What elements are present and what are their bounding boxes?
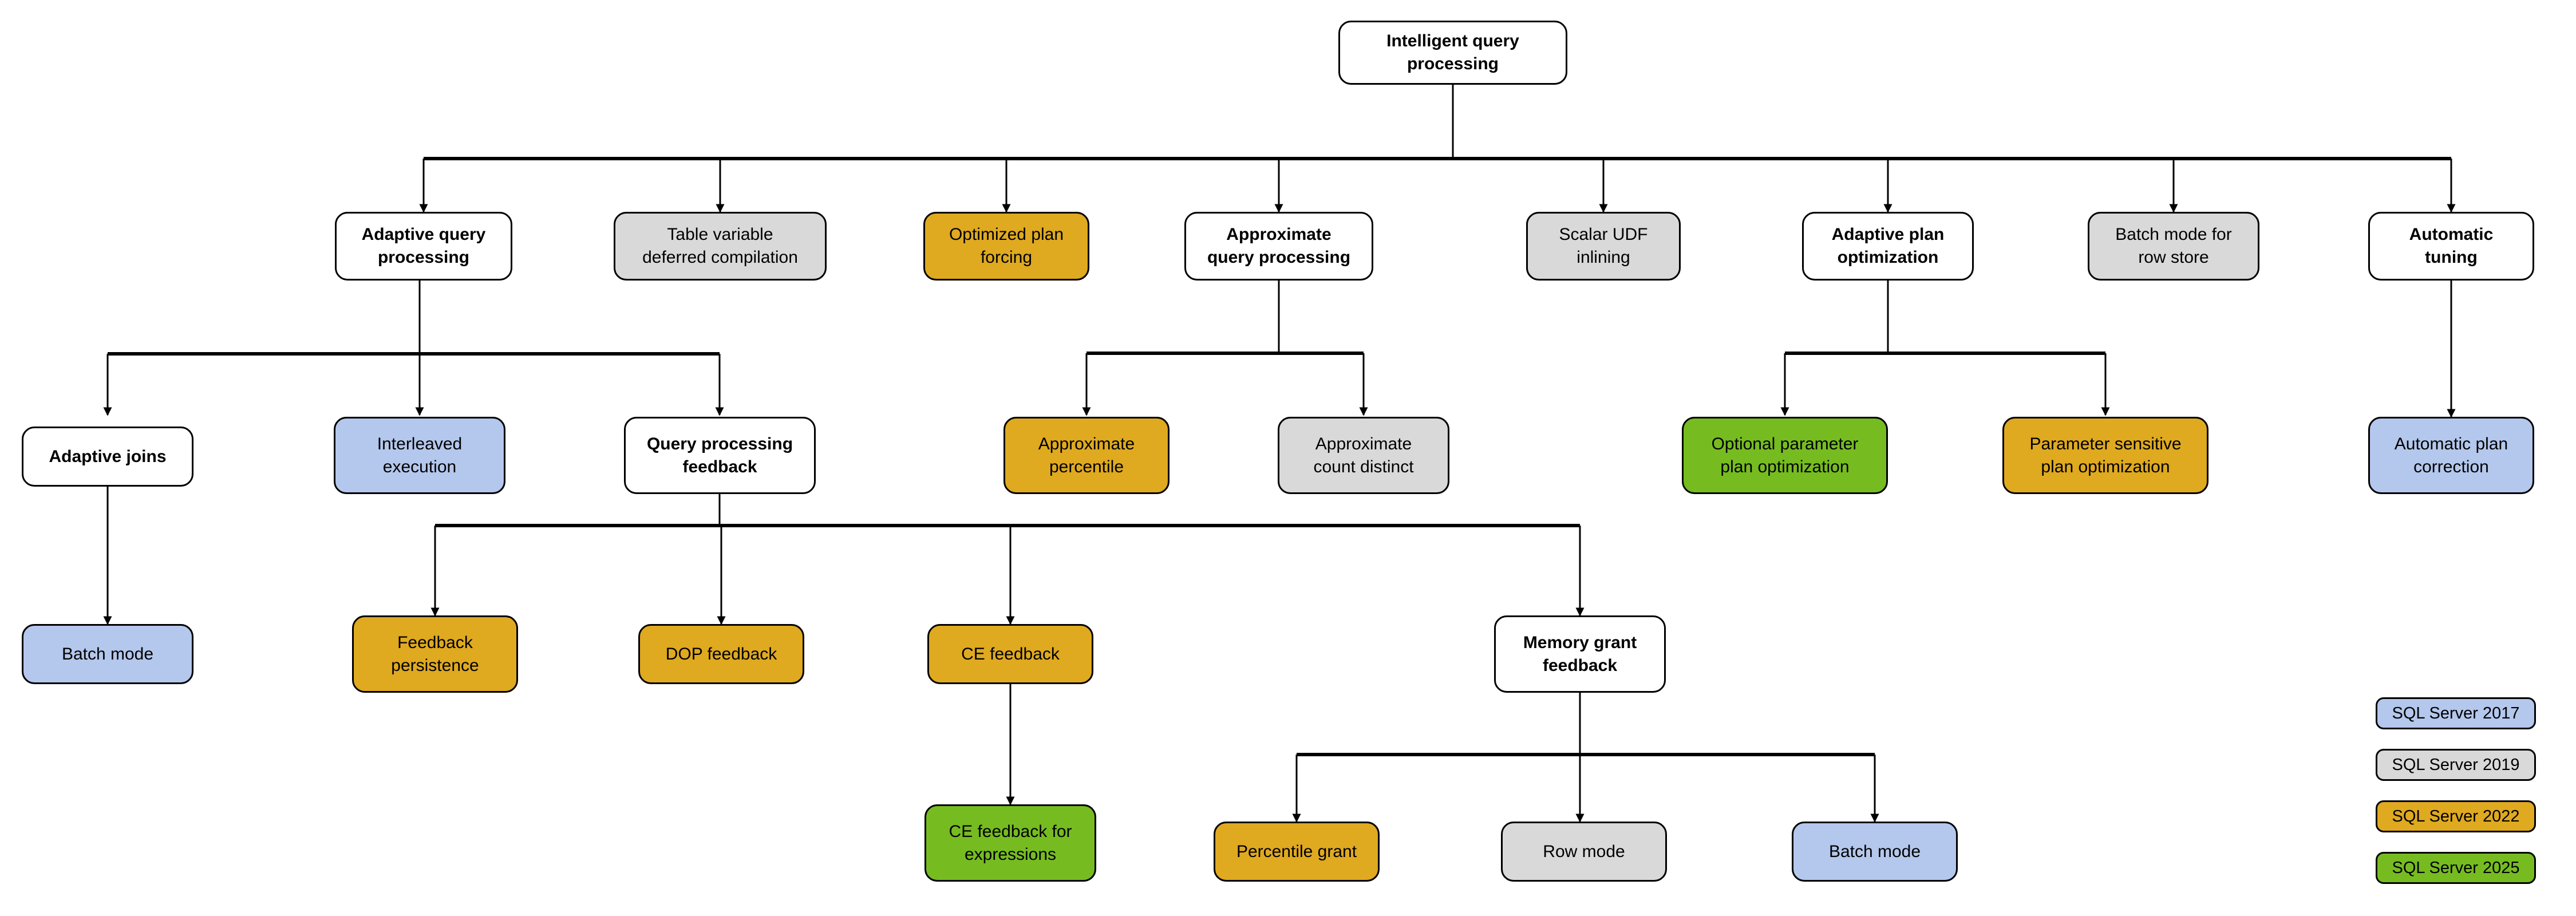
node-autotune[interactable]: Automatic tuning [2368,212,2534,281]
node-label-tvdc: Table variable deferred compilation [642,225,798,267]
node-label-autotune: Automatic tuning [2409,225,2494,267]
node-label-pctgrant: Percentile grant [1236,842,1357,861]
legend-item-0: SQL Server 2017 [2376,697,2536,729]
node-label-acd: Approximate count distinct [1313,434,1414,476]
node-apq[interactable]: Approximate query processing [1184,212,1373,281]
node-pctgrant[interactable]: Percentile grant [1214,822,1380,882]
node-label-rowmode: Row mode [1543,842,1625,861]
node-qpf[interactable]: Query processing feedback [624,417,816,494]
node-label-opf: Optimized plan forcing [949,225,1064,267]
node-label-ajoins: Adaptive joins [49,447,167,466]
node-label-sudf: Scalar UDF inlining [1559,225,1648,267]
node-cefbexpr[interactable]: CE feedback for expressions [924,804,1096,882]
node-label-appct: Approximate percentile [1038,434,1135,476]
legend-item-3: SQL Server 2025 [2376,852,2536,884]
legend-label-3: SQL Server 2025 [2392,858,2520,877]
node-opf[interactable]: Optimized plan forcing [923,212,1089,281]
node-apo[interactable]: Adaptive plan optimization [1802,212,1974,281]
node-fbpers[interactable]: Feedback persistence [352,615,518,693]
legend-item-2: SQL Server 2022 [2376,800,2536,832]
node-label-mgfb: Memory grant feedback [1523,633,1637,675]
node-label-apc: Automatic plan correction [2394,434,2508,476]
node-bmode1[interactable]: Batch mode [22,624,193,684]
node-label-cefbexpr: CE feedback for expressions [949,822,1072,864]
node-ilexec[interactable]: Interleaved execution [334,417,505,494]
node-label-pspo: Parameter sensitive plan optimization [2029,434,2182,476]
node-pspo[interactable]: Parameter sensitive plan optimization [2002,417,2208,494]
node-oppo[interactable]: Optional parameter plan optimization [1682,417,1888,494]
node-dopfb[interactable]: DOP feedback [638,624,804,684]
node-aqp[interactable]: Adaptive query processing [335,212,512,281]
node-label-dopfb: DOP feedback [665,644,777,664]
node-rowmode[interactable]: Row mode [1501,822,1667,882]
node-appct[interactable]: Approximate percentile [1003,417,1170,494]
node-ajoins[interactable]: Adaptive joins [22,427,193,487]
node-label-bmode1: Batch mode [61,644,154,664]
node-bmrs[interactable]: Batch mode for row store [2088,212,2259,281]
node-root[interactable]: Intelligent query processing [1338,21,1567,85]
node-label-apo: Adaptive plan optimization [1831,225,1945,267]
node-label-cefb: CE feedback [961,644,1060,664]
node-mgfb[interactable]: Memory grant feedback [1494,615,1666,693]
node-label-root: Intelligent query processing [1386,31,1519,73]
node-label-aqp: Adaptive query processing [361,225,486,267]
legend-item-1: SQL Server 2019 [2376,749,2536,781]
node-label-fbpers: Feedback persistence [391,633,479,675]
node-label-apq: Approximate query processing [1207,225,1351,267]
node-tvdc[interactable]: Table variable deferred compilation [614,212,827,281]
legend-label-2: SQL Server 2022 [2392,807,2520,826]
node-label-qpf: Query processing feedback [646,434,793,476]
legend-label-1: SQL Server 2019 [2392,755,2520,774]
node-apc[interactable]: Automatic plan correction [2368,417,2534,494]
node-cefb[interactable]: CE feedback [927,624,1093,684]
legend-label-0: SQL Server 2017 [2392,704,2520,722]
node-sudf[interactable]: Scalar UDF inlining [1526,212,1681,281]
node-label-bmode2: Batch mode [1828,842,1921,861]
node-acd[interactable]: Approximate count distinct [1278,417,1449,494]
node-label-bmrs: Batch mode for row store [2115,225,2232,267]
node-bmode2[interactable]: Batch mode [1792,822,1958,882]
node-label-oppo: Optional parameter plan optimization [1711,434,1859,476]
node-label-ilexec: Interleaved execution [377,434,463,476]
